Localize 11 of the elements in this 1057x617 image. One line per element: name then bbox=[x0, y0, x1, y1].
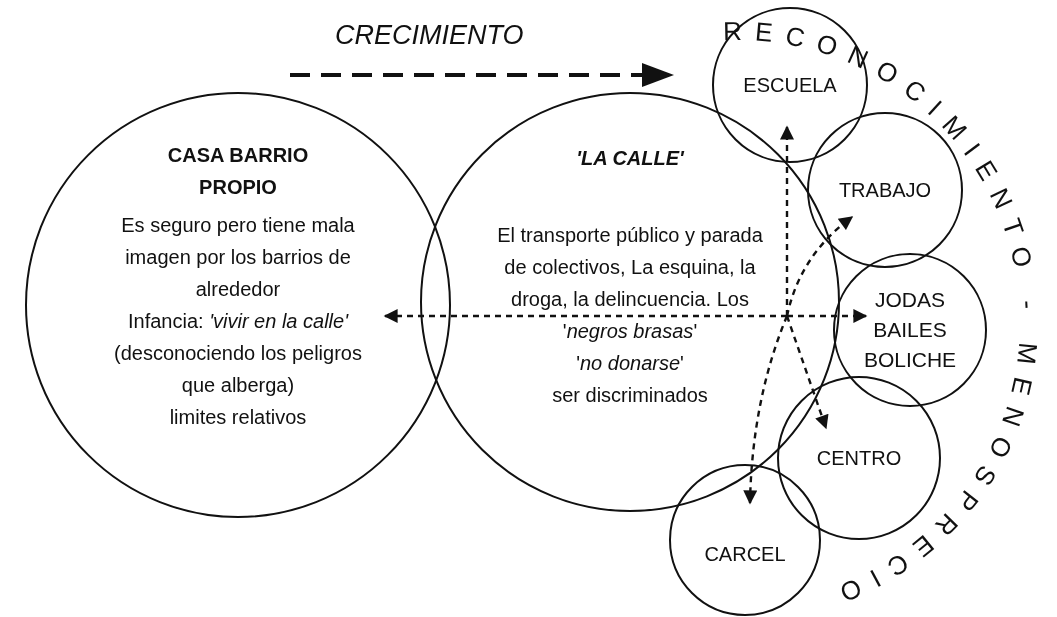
circle-text: ser discriminados bbox=[552, 383, 708, 408]
arrow bbox=[383, 309, 787, 323]
circle-text: Es seguro pero tiene mala imagen por los barrios de alrededor bbox=[120, 213, 356, 302]
circle-text: (desconociendo los peligros que alberga) bbox=[113, 341, 363, 398]
circle-text: Infancia: 'vivir en la calle' bbox=[128, 309, 348, 334]
category-circle bbox=[25, 92, 451, 518]
growth-label: CRECIMIENTO bbox=[335, 20, 524, 51]
circle-title: CASA BARRIO PROPIO bbox=[166, 143, 310, 200]
circle-text: 'no donarse' bbox=[576, 351, 684, 376]
circle-title: 'LA CALLE' bbox=[576, 146, 684, 171]
circle-text: limites relativos bbox=[169, 405, 307, 430]
